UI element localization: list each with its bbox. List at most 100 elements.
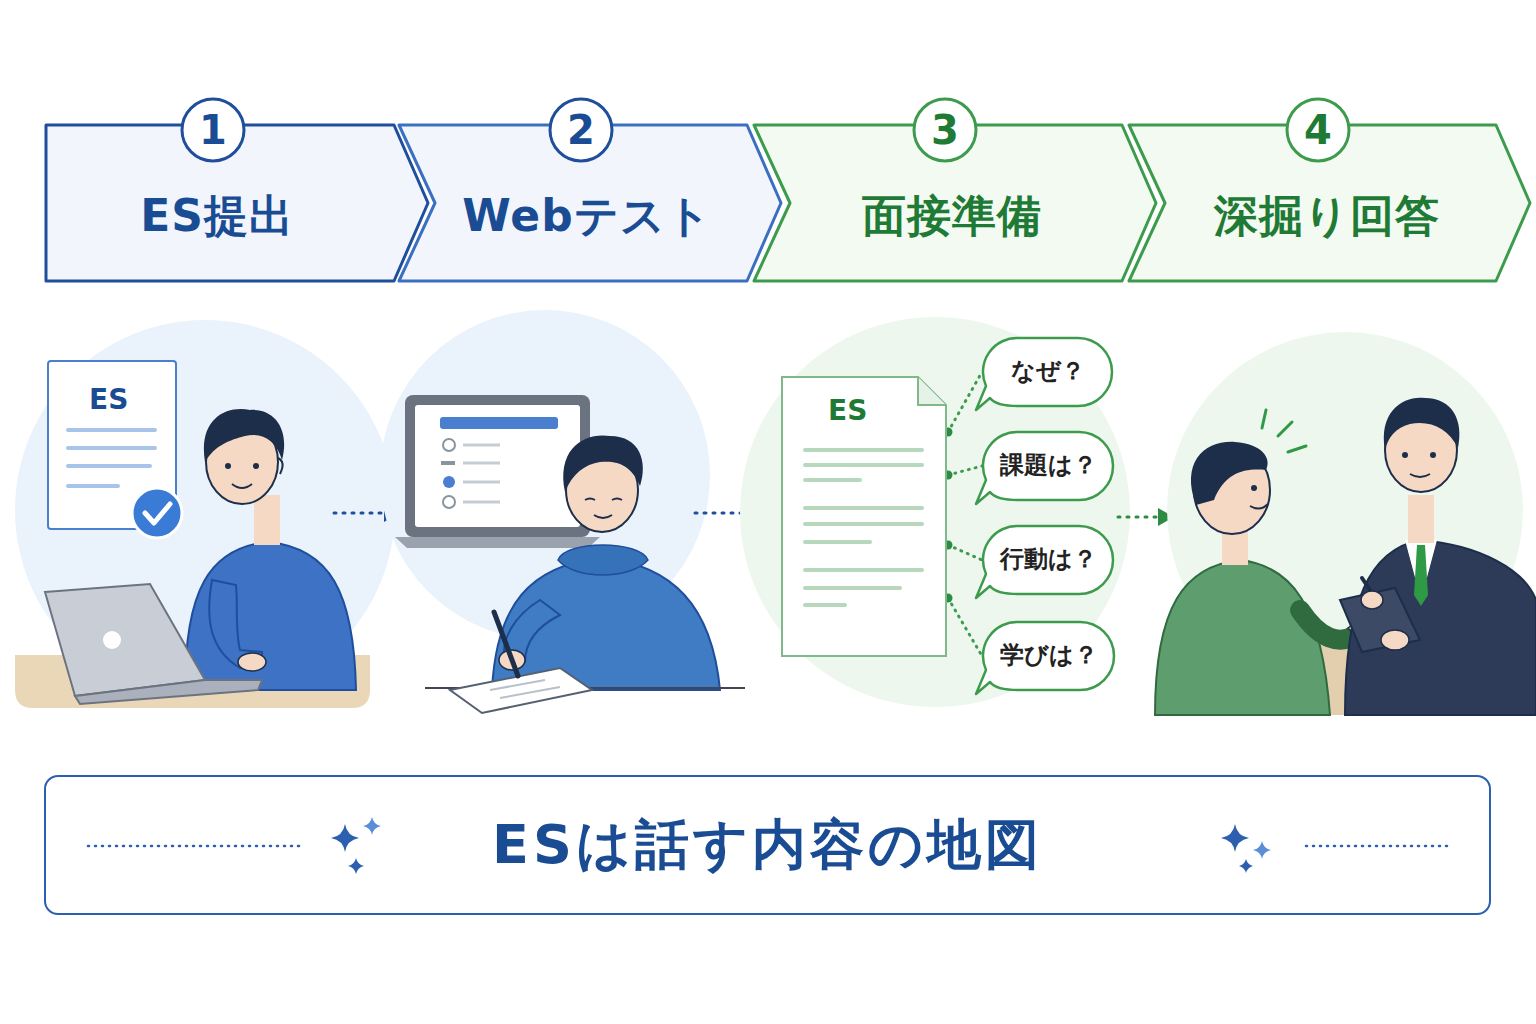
circle-shape [550, 99, 612, 161]
question-text: なぜ？ [1011, 358, 1085, 386]
step-chevron: 4深掘り回答 [1127, 123, 1532, 283]
panel-es-submit-part [103, 631, 121, 649]
panel-deep-answer-part [1361, 591, 1383, 609]
panel-deep-answer-part [1191, 442, 1268, 505]
panel-es-submit-part [232, 484, 252, 488]
panel-web-test-part [463, 501, 500, 504]
document-lines-part [805, 603, 845, 607]
circle-shape [182, 99, 244, 161]
dotted-connector [948, 598, 982, 656]
banner-ornament-part [1221, 824, 1249, 852]
check-badge-part [132, 488, 182, 538]
banner-ornament-part [363, 817, 381, 835]
panel-web-test [380, 310, 745, 713]
panel-es-submit-part [238, 653, 266, 671]
dotted-connector [948, 545, 982, 560]
step-number: 1 [199, 107, 227, 153]
panel-deep-answer-part [1430, 452, 1436, 458]
panel-web-test-part [563, 435, 643, 492]
question-bubble: 学びは？ [982, 620, 1116, 692]
banner-ornament-part [88, 845, 300, 848]
panel-deep-answer-part [1288, 446, 1306, 452]
panel-web-test-part [440, 417, 558, 429]
flow-arrow-part [334, 512, 384, 515]
panel-web-test-part [612, 499, 622, 501]
panel-web-test-part [405, 395, 590, 537]
panel-web-test-part [443, 496, 455, 508]
panel-es-submit-part [185, 542, 356, 690]
document-label: ES [828, 395, 867, 427]
panel-web-test-part [594, 515, 612, 518]
question-text: 行動は？ [1000, 546, 1097, 574]
panel-web-test-part [490, 680, 545, 690]
panel-deep-answer-part [1155, 560, 1330, 715]
step-number: 2 [567, 107, 595, 153]
panel-es-submit-part [253, 463, 259, 469]
document-lines [805, 450, 922, 605]
panel-deep-answer-part [1381, 630, 1409, 650]
panel-deep-answer-part [1278, 422, 1292, 436]
question-bubble: 行動は？ [982, 524, 1115, 596]
panel-web-test-part [463, 462, 500, 465]
step-label: ES提出 [140, 191, 294, 242]
circle-shape [1287, 99, 1349, 161]
panel-interview-prep-part [740, 317, 1130, 707]
document-lines-part [805, 586, 900, 590]
summary-text: ESは話す内容の地図 [492, 814, 1043, 876]
document-lines-part [805, 540, 870, 544]
es-document: ES [780, 375, 948, 658]
step-chevron: 2Webテスト [397, 123, 783, 283]
step-number-circle: 3 [912, 97, 978, 163]
banner-ornament [88, 817, 1450, 874]
panel-es-submit-part [204, 409, 284, 462]
question-text: 学びは？ [1000, 642, 1098, 670]
step-number: 4 [1304, 107, 1332, 153]
panel-web-test-part [450, 668, 592, 713]
panel-es-submit-part [278, 458, 283, 474]
question-bubble: なぜ？ [982, 336, 1114, 408]
dotted-connector [948, 372, 982, 432]
panel-deep-answer [1155, 332, 1536, 715]
bubble-shape [976, 622, 1114, 694]
banner-ornament-part [1306, 845, 1450, 848]
step-number: 3 [931, 107, 959, 153]
panel-es-submit-part [15, 320, 395, 700]
document-lines-part [805, 463, 922, 467]
panel-deep-answer-part [1251, 485, 1257, 491]
panel-deep-answer-part [1408, 495, 1434, 543]
document-fold [918, 377, 946, 405]
bubble-shape [976, 526, 1113, 598]
bubble-shape [976, 338, 1112, 410]
panel-es-submit-part [45, 584, 205, 696]
circle-shape [914, 99, 976, 161]
flow-arrow-part [1118, 516, 1158, 519]
panel-deep-answer-part [1340, 588, 1420, 652]
bubble-shape [976, 432, 1113, 504]
panel-web-test-part [492, 558, 720, 690]
panel-web-test-part [441, 461, 455, 465]
step-chevron: 3面接準備 [752, 123, 1158, 283]
document-lines-part [805, 522, 922, 526]
panel-deep-answer-part [1262, 410, 1266, 428]
panel-es-submit-part [75, 680, 262, 704]
document-shape [782, 377, 946, 656]
panel-web-test-part [443, 439, 455, 451]
document-lines-part [805, 506, 922, 510]
step-number-circle: 1 [180, 97, 246, 163]
flow-arrow [1118, 508, 1174, 526]
document-lines-part [805, 478, 860, 482]
panel-es-submit [15, 320, 395, 708]
document-lines-part [68, 484, 118, 488]
panel-web-test-part [558, 545, 648, 575]
panel-interview-prep [740, 317, 1130, 707]
panel-deep-answer-part [1384, 398, 1460, 450]
step-label: Webテスト [462, 191, 711, 242]
check-badge-part [145, 504, 170, 523]
panel-deep-answer-part [1414, 545, 1428, 606]
panel-es-submit-part [254, 495, 280, 545]
panel-web-test-part [395, 537, 600, 548]
panel-web-test-part [443, 476, 455, 488]
es-document: ES [47, 360, 177, 530]
document-lines-part [68, 428, 155, 432]
